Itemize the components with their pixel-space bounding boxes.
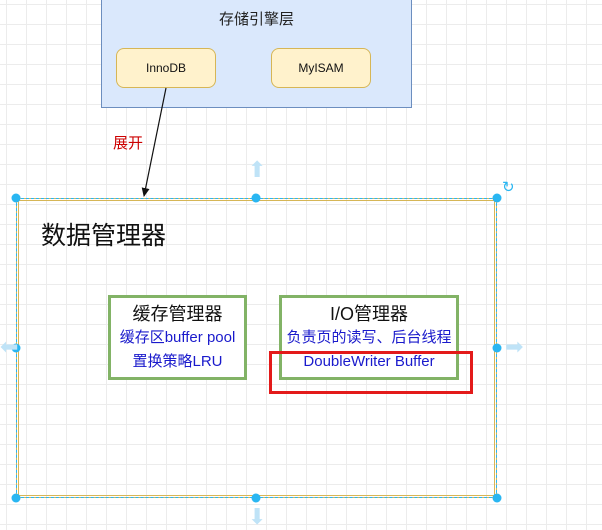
storage-engine-title: 存储引擎层 xyxy=(218,10,294,28)
myisam-label: MyISAM xyxy=(298,61,344,75)
resize-handle-right[interactable] xyxy=(492,343,502,353)
myisam-node[interactable]: MyISAM xyxy=(271,48,371,88)
data-manager-title: 数据管理器 xyxy=(41,221,167,250)
resize-handle-bottom-right[interactable] xyxy=(492,493,502,503)
io-manager-line-doublewrite: DoubleWriter Buffer xyxy=(303,353,435,370)
resize-handle-bottom-left[interactable] xyxy=(11,493,21,503)
expand-arrow-left-icon[interactable]: ⬅ xyxy=(0,335,19,360)
io-manager-title: I/O管理器 xyxy=(329,304,408,324)
cache-manager-title: 缓存管理器 xyxy=(132,304,223,324)
expand-arrow-down-icon[interactable]: ⬇ xyxy=(248,505,267,530)
innodb-node[interactable]: InnoDB xyxy=(116,48,216,88)
expand-arrow-up-icon[interactable]: ⬆ xyxy=(248,158,267,183)
resize-handle-bottom[interactable] xyxy=(251,493,261,503)
expand-arrow-right-icon[interactable]: ➡ xyxy=(505,335,524,360)
resize-handle-top-right[interactable] xyxy=(492,193,502,203)
resize-handle-left[interactable] xyxy=(11,343,21,353)
highlight-rectangle[interactable] xyxy=(269,351,473,394)
rotate-icon[interactable]: ↻ xyxy=(502,178,515,196)
cache-manager-line-lru: 置换策略LRU xyxy=(132,353,223,370)
cache-manager-box[interactable]: 缓存管理器 缓存区buffer pool 置换策略LRU xyxy=(108,295,247,380)
resize-handle-top-left[interactable] xyxy=(11,193,21,203)
resize-handle-top[interactable] xyxy=(251,193,261,203)
io-manager-box[interactable]: I/O管理器 负责页的读写、后台线程 DoubleWriter Buffer xyxy=(279,295,459,380)
cache-manager-line-buffer-pool: 缓存区buffer pool xyxy=(119,329,236,346)
innodb-label: InnoDB xyxy=(145,61,187,75)
io-manager-line-threads: 负责页的读写、后台线程 xyxy=(286,329,452,346)
expand-label: 展开 xyxy=(113,134,144,152)
